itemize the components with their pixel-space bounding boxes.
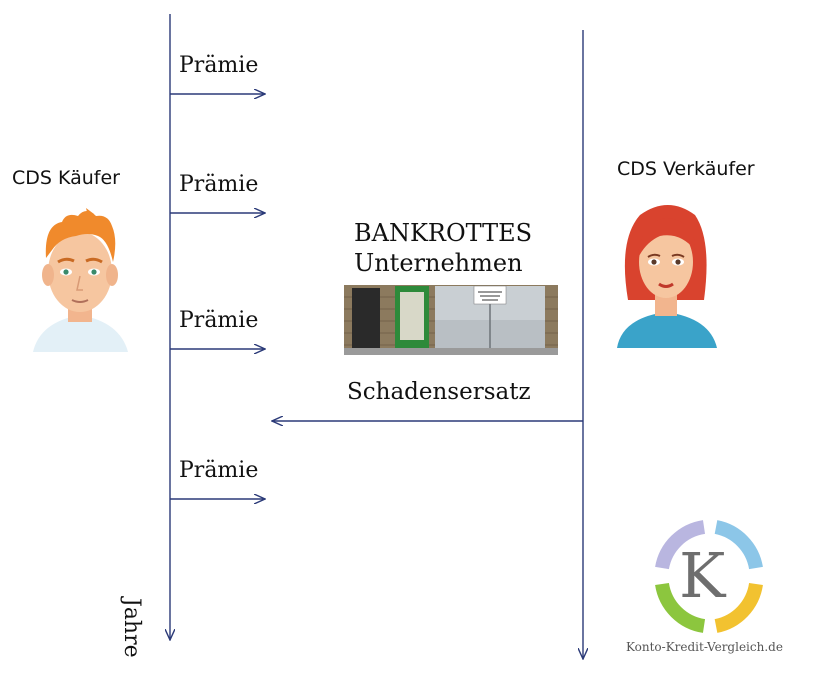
bankrupt-line-2: Unternehmen [354,249,523,277]
premium-label-1: Prämie [179,53,259,78]
seller-label: CDS Verkäufer [617,158,755,180]
premium-label-2: Prämie [179,172,259,197]
premium-label-3: Prämie [179,308,259,333]
premium-label-4: Prämie [179,458,259,483]
bankrupt-title: BANKROTTES Unternehmen [354,218,532,278]
logo-letter: K [679,539,726,612]
compensation-label: Schadensersatz [347,379,531,405]
buyer-label: CDS Käufer [12,167,120,189]
logo-caption: Konto-Kredit-Vergleich.de [626,640,783,654]
bankrupt-line-1: BANKROTTES [354,219,533,247]
time-axis-label: Jahre [119,598,144,658]
